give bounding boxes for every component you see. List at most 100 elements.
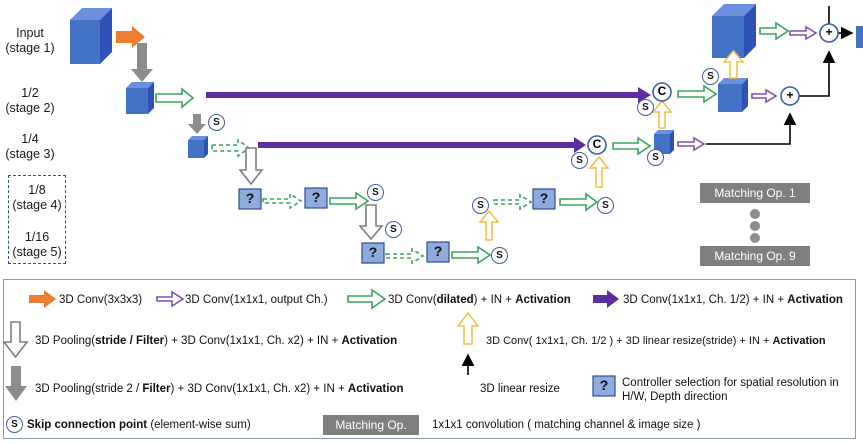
legend-purple-arrow xyxy=(593,290,619,308)
legend-purple-filled-suffix: ) + IN + xyxy=(745,294,788,306)
skip-point-6: S xyxy=(597,197,614,214)
black-connectors xyxy=(461,6,854,375)
legend-green-prefix: 3D Conv( xyxy=(388,294,437,306)
question-mark-1: ? xyxy=(245,190,255,206)
legend-linear-resize-label: 3D linear resize xyxy=(480,383,560,395)
legend-purple-outline-label: 3D Conv(1x1x1, output Ch.) xyxy=(185,294,328,306)
stage-2-num: (stage 2) xyxy=(5,101,55,115)
legend-yellow-prefix: 3D Conv( 1x1x1, Ch. xyxy=(486,335,592,347)
legend-purple-filled-activation: Activation xyxy=(787,294,843,306)
legend-linear-resize-text: 3D linear resize xyxy=(480,382,560,396)
legend-orange-text: 3D Conv(3x3x3) xyxy=(59,293,142,307)
stage-1-num: (stage 1) xyxy=(5,41,55,55)
legend-pool-white-suffix: ) + 3D Conv(1x1x1, Ch. x2) + IN + xyxy=(164,335,342,347)
legend-purple-filled-half: 1/2 xyxy=(729,294,746,306)
stage-3-num: (stage 3) xyxy=(5,147,55,161)
question-mark-5: ? xyxy=(539,190,549,206)
matching-dots xyxy=(750,209,760,243)
legend-question-mark: ? xyxy=(599,377,609,393)
legend-controller-line2: H/W, Depth direction xyxy=(622,391,728,403)
hollow-pool-arrows xyxy=(2,147,384,359)
skip-point-8: S xyxy=(637,99,654,116)
cube-final xyxy=(856,26,863,48)
legend-purple-filled-text: 3D Conv(1x1x1, Ch. 1/2) + IN + Activatio… xyxy=(623,293,843,307)
legend-green-bold: dilated xyxy=(436,294,474,306)
legend-gray-arrow xyxy=(5,366,27,401)
cube-input xyxy=(70,8,112,64)
legend-matching-desc: 1x1x1 convolution ( matching channel & i… xyxy=(432,419,701,431)
legend-pool-gray-bold: Filter xyxy=(142,383,171,395)
stage-label-3: 1/4 (stage 3) xyxy=(0,132,60,162)
circle-nodes xyxy=(587,23,839,155)
legend-pool-white-bold: stride / Filter xyxy=(95,335,165,347)
legend-pool-white-text: 3D Pooling(stride / Filter) + 3D Conv(1x… xyxy=(35,334,397,348)
legend-orange-arrow xyxy=(29,290,56,308)
legend-controller-text: Controller selection for spatial resolut… xyxy=(622,376,839,404)
stage-4-name: 1/8 xyxy=(28,183,46,197)
concat-node-1: C xyxy=(657,84,667,98)
skip-point-3: S xyxy=(385,221,402,238)
skip-point-7: S xyxy=(571,152,588,169)
legend-pool-gray-activation: Activation xyxy=(347,383,404,395)
concat-node-2: C xyxy=(592,137,602,151)
purple-long-arrow-1 xyxy=(206,87,651,103)
legend-pool-white-activation: Activation xyxy=(341,335,398,347)
skip-point-1: S xyxy=(208,114,225,131)
yellow-up-arrows xyxy=(456,49,745,345)
question-mark-2: ? xyxy=(311,189,321,205)
stage-label-2: 1/2 (stage 2) xyxy=(0,86,60,116)
legend-pool-gray-text: 3D Pooling(stride 2 / Filter) + 3D Conv(… xyxy=(35,382,403,396)
stage-3-name: 1/4 xyxy=(21,132,39,146)
stage-label-1: Input (stage 1) xyxy=(0,26,60,56)
legend-pool-gray-prefix: 3D Pooling(stride 2 / xyxy=(35,383,143,395)
matching-op-first: Matching Op. 1 xyxy=(700,183,810,203)
green-arrows xyxy=(155,21,790,265)
question-mark-3: ? xyxy=(368,244,378,260)
legend-green-arrow xyxy=(347,288,387,310)
stage-5-num: (stage 5) xyxy=(12,245,62,259)
legend-purple-filled-prefix: 3D Conv(1x1x1, Ch. xyxy=(623,294,730,306)
question-boxes xyxy=(238,187,616,397)
legend-skip-text: Skip connection point (element-wise sum) xyxy=(27,418,251,432)
legend-green-text: 3D Conv(dilated) + IN + Activation xyxy=(388,293,571,307)
legend-matching-box: Matching Op. xyxy=(323,415,419,435)
stage-label-4: 1/8 (stage 4) xyxy=(7,183,67,213)
purple-outline-arrows xyxy=(156,25,818,308)
skip-point-9: S xyxy=(647,149,664,166)
legend-yellow-suffix: ) + 3D linear resize(stride) + IN + xyxy=(606,335,773,347)
legend-pool-gray-suffix: ) + 3D Conv(1x1x1, Ch. x2) + IN + xyxy=(170,383,348,395)
gray-pool-arrow-1 xyxy=(131,43,153,82)
legend-green-activation: Activation xyxy=(515,294,571,306)
legend-panel xyxy=(3,279,856,439)
matching-op-last: Matching Op. 9 xyxy=(700,246,810,266)
cube-out-stage2 xyxy=(718,78,748,112)
skip-point-2: S xyxy=(367,184,384,201)
skip-point-5: S xyxy=(472,197,489,214)
stage-4-num: (stage 4) xyxy=(12,198,62,212)
legend-pool-white-prefix: 3D Pooling( xyxy=(35,335,96,347)
legend-controller-line1: Controller selection for spatial resolut… xyxy=(622,377,839,389)
gray-pool-arrow-2 xyxy=(188,114,206,134)
legend-green-suffix: ) + IN + xyxy=(473,294,516,306)
legend-orange-label: 3D Conv(3x3x3) xyxy=(59,294,143,306)
cube-stage2 xyxy=(126,82,154,114)
stage-4-5-group xyxy=(8,175,66,264)
legend-skip-bold: Skip connection point xyxy=(27,419,148,431)
stage-1-name: Input xyxy=(16,26,44,40)
skip-point-4: S xyxy=(491,247,508,264)
skip-point-10: S xyxy=(702,68,719,85)
legend-matching-text: 1x1x1 convolution ( matching channel & i… xyxy=(432,418,700,432)
legend-yellow-text: 3D Conv( 1x1x1, Ch. 1/2 ) + 3D linear re… xyxy=(486,334,826,348)
stage-label-5: 1/16 (stage 5) xyxy=(7,230,67,260)
purple-long-arrow-2 xyxy=(258,137,586,153)
sum-node-2: + xyxy=(786,88,794,102)
cube-out-stage1 xyxy=(712,4,756,58)
orange-arrow xyxy=(116,26,145,48)
cube-stage3 xyxy=(188,136,208,158)
legend-purple-outline-text: 3D Conv(1x1x1, output Ch.) xyxy=(185,293,328,307)
sum-node-1: + xyxy=(825,25,833,39)
question-mark-4: ? xyxy=(433,243,443,259)
legend-yellow-half: 1/2 xyxy=(591,335,607,347)
stage-5-name: 1/16 xyxy=(24,230,50,244)
stage-2-name: 1/2 xyxy=(21,86,39,100)
